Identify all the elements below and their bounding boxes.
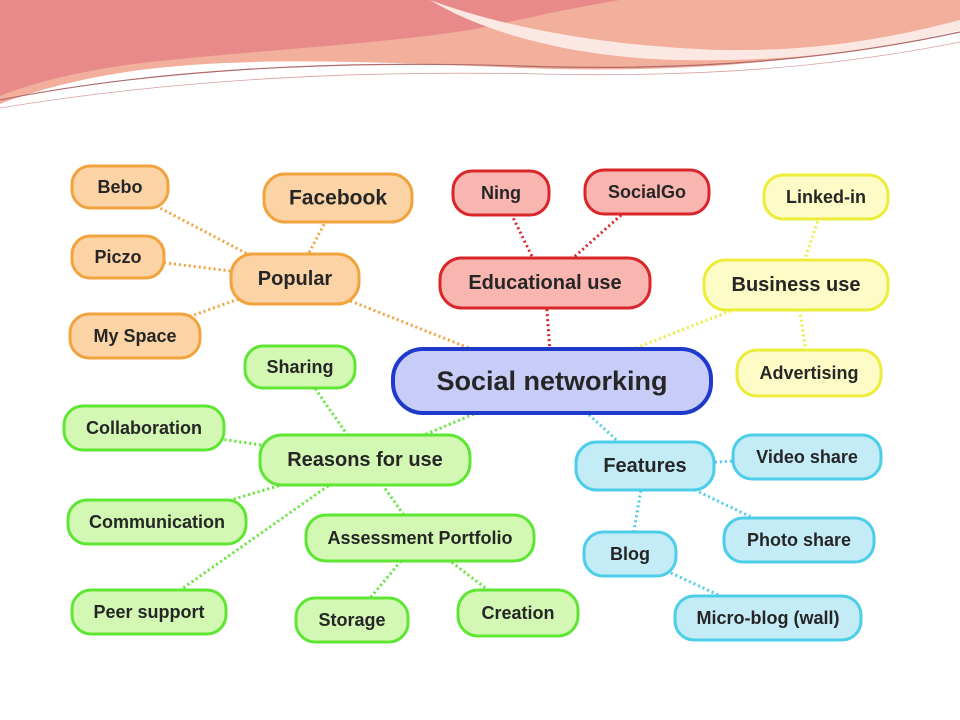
header-swoosh-band bbox=[0, 0, 620, 96]
node-popular-label: Popular bbox=[258, 268, 333, 290]
node-linkedin-label: Linked-in bbox=[786, 187, 866, 207]
node-facebook-box bbox=[262, 172, 414, 224]
node-photo: Photo share bbox=[722, 516, 876, 564]
node-social-label: Social networking bbox=[436, 366, 667, 396]
node-reasons-box bbox=[258, 433, 472, 487]
node-social: Social networking bbox=[391, 347, 713, 415]
node-creation: Creation bbox=[456, 588, 580, 638]
node-assess: Assessment Portfolio bbox=[304, 513, 536, 563]
node-piczo-box bbox=[70, 234, 166, 280]
node-edu: Educational use bbox=[438, 256, 652, 310]
edge-reasons-peer bbox=[148, 458, 366, 614]
node-features-label: Features bbox=[603, 455, 686, 477]
node-popular-box bbox=[229, 252, 361, 306]
node-micro-box bbox=[673, 594, 863, 642]
node-layer: Social networking Popular Facebook Bebo … bbox=[62, 164, 890, 644]
node-piczo: Piczo bbox=[70, 234, 166, 280]
node-comm-label: Communication bbox=[89, 512, 225, 532]
node-features: Features bbox=[574, 440, 716, 492]
node-edu-box bbox=[438, 256, 652, 310]
node-myspace-box bbox=[68, 312, 202, 360]
node-blog-box bbox=[582, 530, 678, 578]
node-collab: Collaboration bbox=[62, 404, 226, 452]
node-ning-box bbox=[451, 169, 551, 217]
node-storage-box bbox=[294, 596, 410, 644]
node-edu-label: Educational use bbox=[468, 272, 621, 294]
node-reasons: Reasons for use bbox=[258, 433, 472, 487]
node-blog: Blog bbox=[582, 530, 678, 578]
node-advertising: Advertising bbox=[735, 348, 883, 398]
node-comm: Communication bbox=[66, 498, 248, 546]
node-sharing-box bbox=[243, 344, 357, 390]
node-social-box bbox=[391, 347, 713, 415]
node-business: Business use bbox=[702, 258, 890, 312]
node-features-box bbox=[574, 440, 716, 492]
node-peer: Peer support bbox=[70, 588, 228, 636]
node-business-label: Business use bbox=[732, 274, 861, 296]
node-assess-label: Assessment Portfolio bbox=[327, 528, 512, 548]
node-reasons-label: Reasons for use bbox=[287, 449, 443, 471]
node-socialgo: SocialGo bbox=[583, 168, 711, 216]
node-popular: Popular bbox=[229, 252, 361, 306]
node-ning: Ning bbox=[451, 169, 551, 217]
node-photo-box bbox=[722, 516, 876, 564]
node-micro-label: Micro-blog (wall) bbox=[697, 608, 840, 628]
node-sharing: Sharing bbox=[243, 344, 357, 390]
node-peer-box bbox=[70, 588, 228, 636]
node-video-label: Video share bbox=[756, 447, 858, 467]
node-socialgo-box bbox=[583, 168, 711, 216]
node-linkedin-box bbox=[762, 173, 890, 221]
header-swoosh-line-2 bbox=[0, 41, 960, 109]
node-linkedin: Linked-in bbox=[762, 173, 890, 221]
header-swoosh-decoration bbox=[0, 0, 960, 109]
node-sharing-label: Sharing bbox=[266, 357, 333, 377]
node-micro: Micro-blog (wall) bbox=[673, 594, 863, 642]
node-facebook-label: Facebook bbox=[289, 187, 387, 210]
node-assess-box bbox=[304, 513, 536, 563]
edge-reasons-sharing bbox=[298, 366, 367, 461]
node-myspace-label: My Space bbox=[93, 326, 176, 346]
node-piczo-label: Piczo bbox=[94, 247, 141, 267]
node-bebo: Bebo bbox=[70, 164, 170, 210]
node-video: Video share bbox=[731, 433, 883, 481]
node-ning-label: Ning bbox=[481, 183, 521, 203]
node-storage-label: Storage bbox=[318, 610, 385, 630]
header-swoosh-highlight bbox=[430, 0, 960, 61]
node-myspace: My Space bbox=[68, 312, 202, 360]
edge-social-reasons bbox=[364, 379, 553, 462]
node-facebook: Facebook bbox=[262, 172, 414, 224]
node-peer-label: Peer support bbox=[93, 602, 204, 622]
node-video-box bbox=[731, 433, 883, 481]
node-photo-label: Photo share bbox=[747, 530, 851, 550]
node-creation-box bbox=[456, 588, 580, 638]
node-comm-box bbox=[66, 498, 248, 546]
header-swoosh-line bbox=[0, 31, 960, 101]
node-collab-box bbox=[62, 404, 226, 452]
edge-social-business bbox=[551, 283, 797, 383]
node-blog-label: Blog bbox=[610, 544, 650, 564]
edge-features-photo bbox=[644, 464, 800, 542]
node-bebo-box bbox=[70, 164, 170, 210]
node-socialgo-label: SocialGo bbox=[608, 182, 686, 202]
node-creation-label: Creation bbox=[481, 603, 554, 623]
node-bebo-label: Bebo bbox=[98, 177, 143, 197]
node-storage: Storage bbox=[294, 596, 410, 644]
node-business-box bbox=[702, 258, 890, 312]
node-collab-label: Collaboration bbox=[86, 418, 202, 438]
node-advertising-box bbox=[735, 348, 883, 398]
node-advertising-label: Advertising bbox=[759, 363, 858, 383]
